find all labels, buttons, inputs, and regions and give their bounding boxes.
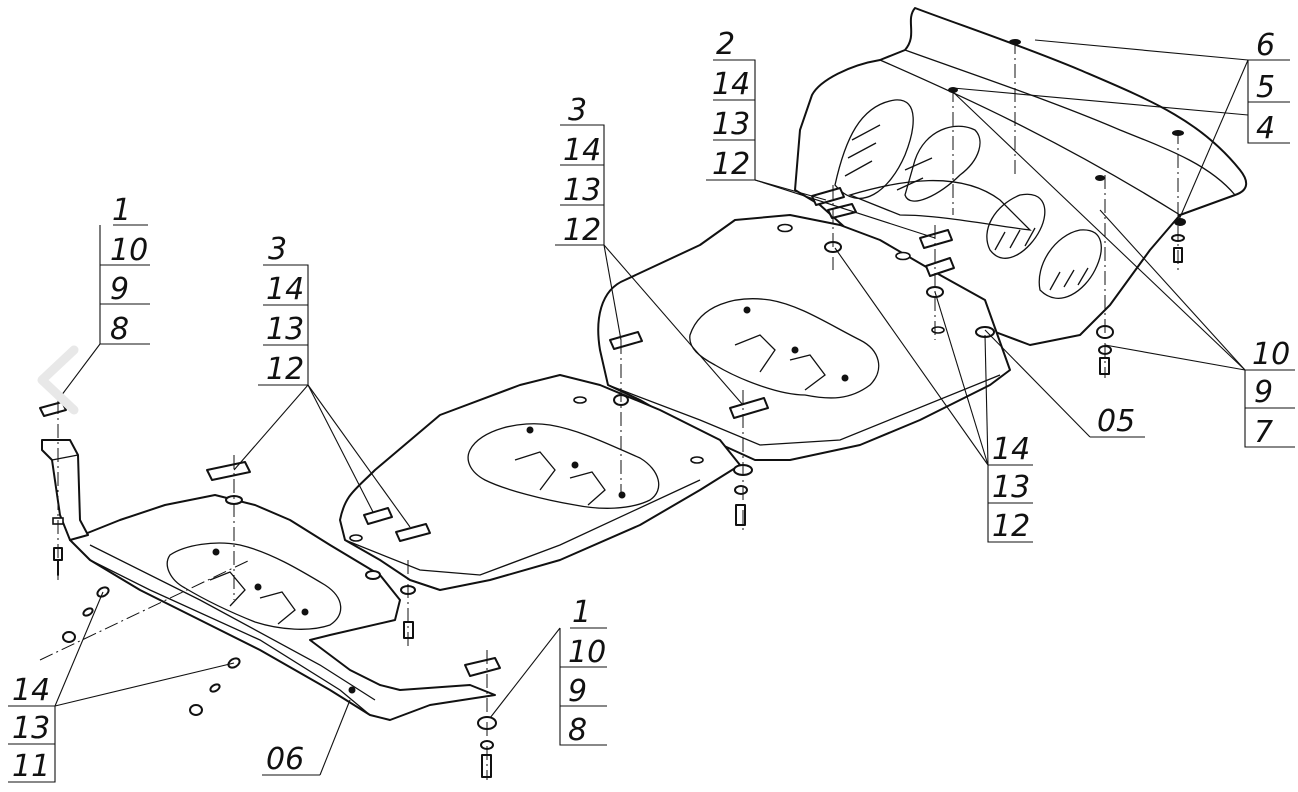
callout-right: 10 9 7	[1244, 337, 1295, 450]
callout-top-right-0: 6	[1256, 28, 1275, 63]
callout-center-1: 14	[563, 133, 601, 168]
callout-bottom-right-mid: 14 13 12	[987, 432, 1033, 544]
part-label-05: 05	[1090, 404, 1145, 439]
callout-left-upper-1: 10	[110, 233, 148, 268]
callout-top-center-1: 14	[712, 67, 750, 102]
callout-top-center-0: 2	[716, 27, 735, 62]
callout-center-2: 13	[563, 173, 601, 208]
callout-left-mid-1: 14	[266, 272, 304, 307]
callout-center: 3 14 13 12	[555, 93, 605, 248]
callout-left-upper: 1 10 9 8	[99, 193, 150, 347]
callout-bottom-center-2: 9	[568, 674, 587, 709]
callout-bottom-right-mid-1: 13	[992, 470, 1030, 505]
leader-lines	[54, 39, 1249, 776]
callout-bottom-center: 1 10 9 8	[559, 595, 607, 748]
callout-bottom-left: 14 13 11	[8, 673, 56, 784]
callout-left-upper-2: 9	[110, 272, 129, 307]
callout-bottom-center-1: 10	[568, 635, 606, 670]
callout-bottom-left-2: 11	[12, 749, 50, 784]
callout-top-center: 2 14 13 12	[706, 27, 756, 182]
callout-top-right: 6 5 4	[1247, 28, 1290, 146]
callout-top-center-3: 12	[712, 147, 750, 182]
callout-left-mid-2: 13	[266, 312, 304, 347]
callout-bottom-center-0: 1	[572, 595, 591, 630]
callout-center-0: 3	[568, 93, 587, 128]
assembly-axes	[39, 40, 1179, 780]
part-label-06-text: 06	[266, 742, 304, 777]
callout-left-upper-0: 1	[112, 193, 131, 228]
middle-skid-plate	[597, 214, 1011, 461]
part-label-06: 06	[262, 742, 320, 777]
callout-center-3: 12	[563, 213, 601, 248]
callout-left-mid-3: 12	[266, 352, 304, 387]
callout-right-0: 10	[1252, 337, 1290, 372]
callout-left-mid-0: 3	[268, 232, 287, 267]
callout-top-right-2: 4	[1256, 111, 1275, 146]
front-skid-plate	[41, 439, 496, 721]
callout-left-mid: 3 14 13 12	[258, 232, 309, 387]
callout-bottom-right-mid-0: 14	[992, 432, 1030, 467]
callout-right-2: 7	[1254, 415, 1273, 450]
callout-bottom-right-mid-2: 12	[992, 509, 1030, 544]
part-label-05-text: 05	[1097, 404, 1135, 439]
callout-right-1: 9	[1254, 375, 1273, 410]
callout-bottom-center-3: 8	[568, 713, 587, 748]
callout-left-upper-3: 8	[110, 312, 129, 347]
callout-bottom-left-0: 14	[12, 673, 50, 708]
callout-bottom-left-1: 13	[12, 711, 50, 746]
callout-top-right-1: 5	[1256, 70, 1275, 105]
callout-top-center-2: 13	[712, 107, 750, 142]
chevron-left-icon[interactable]	[37, 345, 79, 415]
front-center-skid-plate	[339, 374, 741, 591]
